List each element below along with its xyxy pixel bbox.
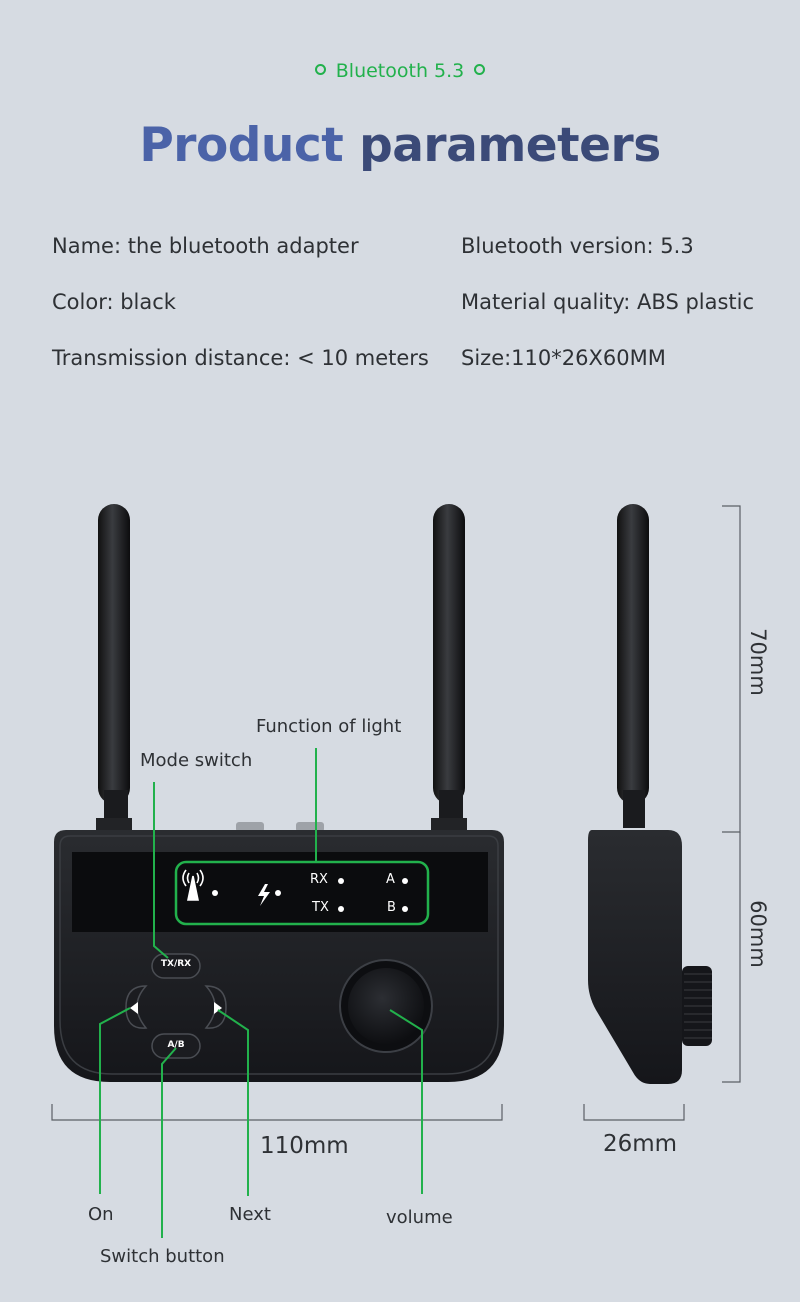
light-panel-highlight <box>174 860 430 926</box>
dimension-body-height: 60mm <box>745 900 770 968</box>
dimension-width: 110mm <box>260 1133 349 1159</box>
title-word-1: Product <box>139 118 344 173</box>
side-view <box>588 504 712 1084</box>
spec-color: Color: black <box>52 290 176 314</box>
callout-lines <box>99 748 423 1238</box>
callout-switch-button: Switch button <box>100 1246 225 1267</box>
ab-button: A/B <box>167 1040 185 1050</box>
signal-icon <box>182 869 204 901</box>
spec-distance: Transmission distance: < 10 meters <box>52 346 429 370</box>
title-word-2: parameters <box>359 118 661 173</box>
bluetooth-version-tag: Bluetooth 5.3 <box>0 60 800 82</box>
callout-mode-switch: Mode switch <box>140 750 253 771</box>
rx-indicator: RX <box>310 872 328 887</box>
prev-arrow-icon <box>130 1002 138 1014</box>
page-title: Product parameters <box>0 118 800 173</box>
b-indicator: B <box>387 900 396 915</box>
dimension-antenna-height: 70mm <box>745 628 770 696</box>
spec-name: Name: the bluetooth adapter <box>52 234 359 258</box>
dimension-depth: 26mm <box>603 1131 678 1157</box>
next-arrow-icon <box>214 1002 222 1014</box>
antenna-right <box>431 504 467 832</box>
callout-next: Next <box>229 1204 271 1225</box>
callout-volume: volume <box>386 1207 453 1228</box>
dpad <box>125 953 227 1059</box>
txrx-button: TX/RX <box>160 959 192 969</box>
a-indicator: A <box>386 872 395 887</box>
lightning-icon <box>258 884 270 906</box>
spec-bluetooth-version: Bluetooth version: 5.3 <box>461 234 694 258</box>
spec-material: Material quality: ABS plastic <box>461 290 755 314</box>
tag-label: Bluetooth 5.3 <box>335 60 465 82</box>
circle-dot-icon <box>474 64 486 75</box>
antenna-left <box>96 504 132 832</box>
circle-dot-icon <box>314 64 326 75</box>
callout-function-light: Function of light <box>256 716 402 737</box>
volume-knob <box>339 959 433 1053</box>
device-body <box>54 830 504 1082</box>
spec-size: Size:110*26X60MM <box>461 346 666 370</box>
tx-indicator: TX <box>312 900 329 915</box>
dimension-lines <box>51 505 741 1121</box>
callout-on: On <box>88 1204 114 1225</box>
